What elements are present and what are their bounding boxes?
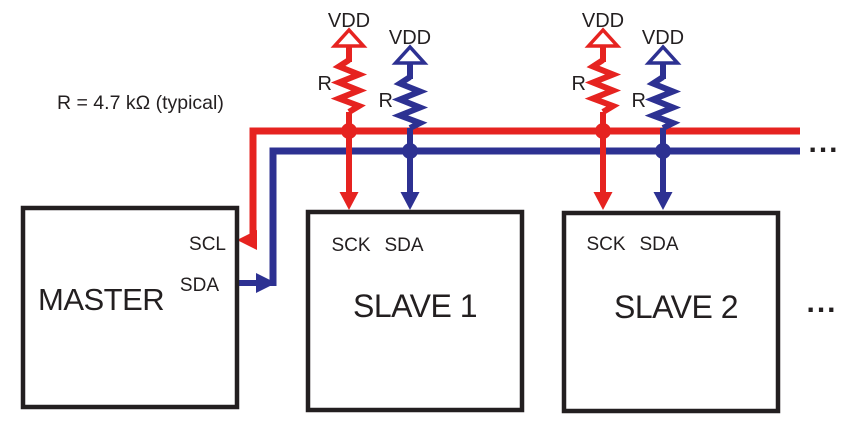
sda-arrow-from-master-icon	[256, 273, 276, 293]
resistor-label: R	[379, 90, 393, 112]
sda-bus-wire	[269, 147, 800, 286]
vdd-triangle-icon	[584, 27, 622, 48]
scl-bus-wire	[249, 127, 800, 240]
resistor-value-note: R = 4.7 kΩ (typical)	[57, 92, 224, 114]
master-pin-sda-label: SDA	[180, 275, 219, 296]
vdd-triangle-icon	[391, 44, 429, 65]
slave2-pin-sda-label: SDA	[639, 234, 678, 255]
bus-continuation-ellipsis: ...	[808, 126, 839, 159]
slave1-label: SLAVE 1	[353, 288, 477, 324]
master-label: MASTER	[38, 282, 164, 317]
resistor-zigzag-icon	[584, 57, 622, 115]
down-arrow-icon	[593, 192, 613, 210]
vdd-label: VDD	[582, 10, 624, 32]
pullup-sda-2: VDD R	[632, 27, 684, 210]
master-box	[20, 205, 240, 410]
vdd-triangle-icon	[330, 27, 368, 48]
down-arrow-icon	[653, 192, 673, 210]
slave2-label: SLAVE 2	[614, 289, 738, 325]
slave1-pin-sck-label: SCK	[331, 235, 370, 256]
vdd-triangle-icon	[644, 44, 682, 65]
slave2-box	[561, 210, 781, 414]
down-arrow-icon	[400, 192, 420, 210]
pullup-scl-1: VDD R	[318, 10, 370, 210]
vdd-label: VDD	[328, 10, 370, 32]
vdd-label: VDD	[389, 27, 431, 49]
resistor-zigzag-icon	[644, 74, 682, 131]
slave2-pin-sck-label: SCK	[586, 234, 625, 255]
slave1-box	[305, 209, 525, 413]
pullup-sda-1: VDD R	[379, 27, 431, 210]
master-pin-scl-label: SCL	[189, 234, 226, 255]
down-arrow-icon	[339, 192, 359, 210]
resistor-label: R	[632, 90, 646, 112]
slave1-pin-sda-label: SDA	[384, 235, 423, 256]
resistor-label: R	[572, 73, 586, 95]
pullup-scl-2: VDD R	[572, 10, 624, 210]
resistor-label: R	[318, 73, 332, 95]
resistor-zigzag-icon	[330, 57, 368, 115]
slave-continuation-ellipsis: ...	[806, 286, 837, 319]
resistor-zigzag-icon	[391, 74, 429, 131]
vdd-label: VDD	[642, 27, 684, 49]
scl-arrow-into-master-icon	[237, 230, 257, 250]
